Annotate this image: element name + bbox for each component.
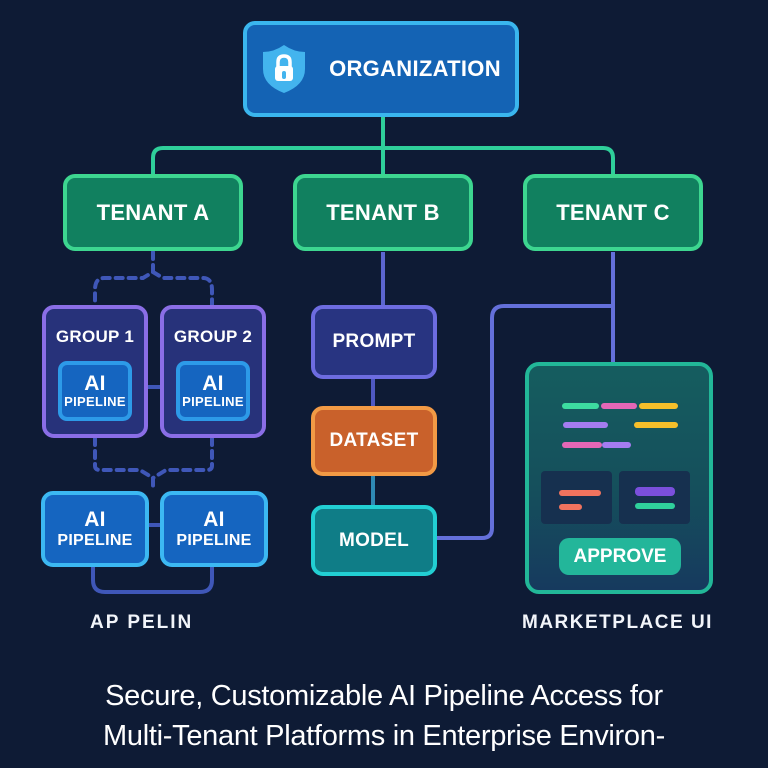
tenant-a-caption: AP PELIN: [90, 612, 194, 633]
content-bar: [634, 422, 678, 428]
pipeline-label: PIPELINE: [57, 531, 133, 549]
pipeline-ai-label: AI: [84, 508, 106, 532]
content-bar: [562, 403, 599, 409]
organization-node[interactable]: ORGANIZATION: [243, 21, 519, 117]
connector-groups-pipelines-right: [151, 436, 214, 480]
pipeline-node-left[interactable]: AI PIPELINE: [41, 491, 149, 567]
tenant-b-node[interactable]: TENANT B: [293, 174, 473, 251]
pipeline-ai-label: AI: [202, 372, 224, 396]
approve-button[interactable]: APPROVE: [559, 538, 681, 575]
panel-bar: [635, 503, 675, 509]
connector-model-tenant-c: [437, 304, 613, 540]
dataset-node[interactable]: DATASET: [311, 406, 437, 476]
marketplace-caption: MARKETPLACE UI: [522, 612, 713, 633]
title-line-1: Secure, Customizable AI Pipeline Access …: [105, 680, 663, 712]
title-line-2: Multi-Tenant Platforms in Enterprise Env…: [103, 720, 665, 752]
connector-tenant-a-groups-right: [151, 270, 214, 307]
model-label: MODEL: [338, 529, 410, 551]
panel-bar: [559, 504, 582, 510]
content-bar: [601, 403, 637, 409]
tenant-b-label: TENANT B: [326, 199, 440, 225]
tenant-a-node[interactable]: TENANT A: [63, 174, 243, 251]
group-1-node[interactable]: GROUP 1 AI PIPELINE: [42, 305, 148, 438]
pipeline-label: PIPELINE: [176, 531, 252, 549]
content-bar: [639, 403, 678, 409]
connector-pipeline-loop: [91, 567, 214, 594]
group-1-pipeline[interactable]: AI PIPELINE: [58, 361, 132, 421]
prompt-label: PROMPT: [332, 331, 416, 352]
dataset-label: DATASET: [329, 430, 419, 451]
prompt-node[interactable]: PROMPT: [311, 305, 437, 379]
connector-tenant-a-groups: [93, 250, 155, 307]
model-node[interactable]: MODEL: [311, 505, 437, 576]
pipeline-node-right[interactable]: AI PIPELINE: [160, 491, 268, 567]
content-bar: [562, 442, 602, 448]
panel-bar: [559, 490, 601, 496]
tenant-c-label: TENANT C: [556, 199, 670, 225]
content-bar: [602, 442, 631, 448]
group-2-label: GROUP 2: [173, 327, 253, 346]
tenant-c-node[interactable]: TENANT C: [523, 174, 703, 251]
group-2-node[interactable]: GROUP 2 AI PIPELINE: [160, 305, 266, 438]
pipeline-label: PIPELINE: [64, 394, 126, 410]
preview-panel-right: [619, 471, 690, 524]
marketplace-ui-card: APPROVE: [525, 362, 713, 594]
organization-label: ORGANIZATION: [329, 56, 501, 81]
connector-org-bus: [151, 146, 615, 176]
content-bar: [563, 422, 608, 428]
panel-bar: [635, 487, 675, 496]
group-2-pipeline[interactable]: AI PIPELINE: [176, 361, 250, 421]
pipeline-ai-label: AI: [84, 372, 106, 396]
group-1-label: GROUP 1: [55, 327, 135, 346]
page-title: Secure, Customizable AI Pipeline Access …: [0, 676, 768, 756]
connector-groups-pipelines-left: [93, 436, 155, 493]
pipeline-label: PIPELINE: [182, 394, 244, 410]
tenant-a-label: TENANT A: [96, 199, 210, 225]
shield-lock-icon: [263, 45, 306, 93]
preview-panel-left: [541, 471, 612, 524]
pipeline-ai-label: AI: [203, 508, 225, 532]
